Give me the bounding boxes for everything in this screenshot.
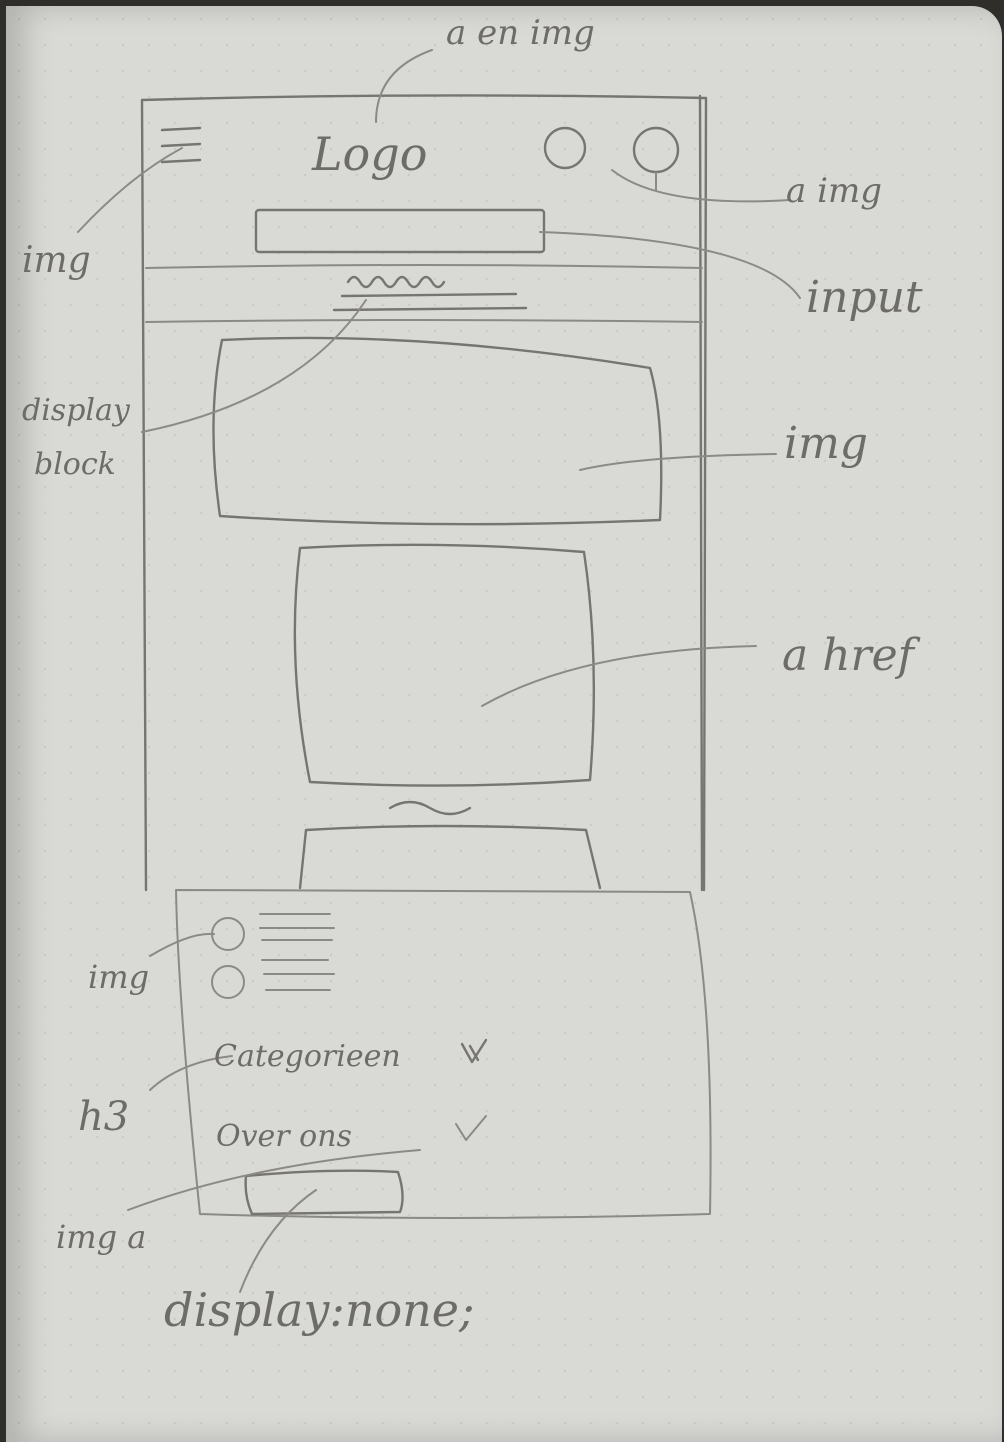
annotation-leaders <box>77 49 801 1293</box>
categories-heading: Categorieen <box>214 1039 401 1074</box>
footer-icon-2 <box>211 965 245 999</box>
user-icon <box>632 126 680 174</box>
about-chevron-icon <box>455 1115 487 1141</box>
header-divider <box>145 264 703 269</box>
top-annotation-label: a en img <box>446 13 595 53</box>
wireframe-sketch: Logo <box>22 13 923 1337</box>
footer-img-annotation-label: img <box>88 958 149 996</box>
hero-image-annotation-label: img <box>784 418 868 469</box>
hamburger-icon <box>160 126 202 164</box>
display-block-label-1: display <box>22 393 131 428</box>
footer-link-annotation-label: img a <box>56 1218 146 1256</box>
hero-image-box <box>212 336 663 526</box>
nav-scribble <box>332 275 528 312</box>
header-right-annotation-label: a img <box>786 171 882 211</box>
phone-frame <box>140 94 708 892</box>
footer-app-button <box>244 1169 404 1216</box>
nav-divider <box>145 319 703 323</box>
input-annotation-label: input <box>806 272 923 323</box>
header-left-annotation-label: img <box>22 240 91 281</box>
h3-annotation-label: h3 <box>78 1094 129 1140</box>
categories-chevron-icon <box>460 1038 488 1064</box>
about-heading: Over ons <box>216 1119 352 1154</box>
card-link-box <box>293 543 596 787</box>
next-card-box <box>298 824 602 890</box>
footer-panel <box>175 889 712 1219</box>
footer-text-lines <box>259 913 335 991</box>
display-block-label-2: block <box>34 447 116 482</box>
footer-icon-1 <box>211 917 245 951</box>
sketch-page: Logo <box>6 6 1002 1442</box>
card-link-annotation-label: a href <box>782 630 921 681</box>
search-input-box <box>254 208 546 254</box>
search-icon <box>543 126 587 170</box>
logo-label: Logo <box>311 127 427 181</box>
display-none-label: display:none; <box>164 1283 475 1337</box>
caption-scribble <box>388 800 472 816</box>
